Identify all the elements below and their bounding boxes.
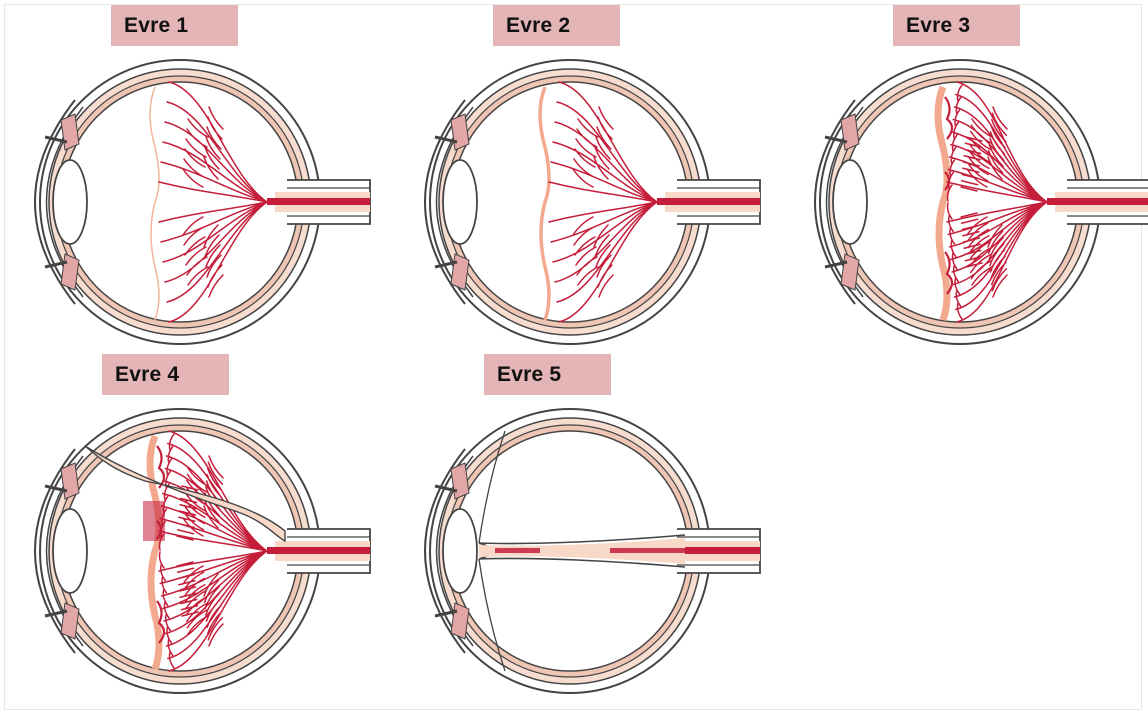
- central-vessel: [267, 198, 370, 205]
- eye-svg: [395, 52, 765, 352]
- fibrovascular-mass: [143, 501, 165, 541]
- vitreous-cavity: [62, 431, 298, 671]
- eye-svg: [5, 401, 375, 701]
- residual-vessel-b: [610, 548, 685, 553]
- eye-svg: [395, 401, 765, 701]
- stage-4-label: Evre 4: [102, 354, 229, 395]
- stage-5-label: Evre 5: [484, 354, 611, 395]
- stage-3-eye-illustration: [785, 52, 1148, 352]
- central-vessel: [267, 547, 370, 554]
- vitreous-cavity: [842, 82, 1078, 322]
- eye-svg: [5, 52, 375, 352]
- lens: [53, 509, 87, 593]
- stage-3-label: Evre 3: [893, 5, 1020, 46]
- vitreous-cavity: [452, 82, 688, 322]
- lens: [443, 509, 477, 593]
- stage-5-eye-illustration: [395, 401, 765, 701]
- lens: [443, 160, 477, 244]
- stage-2-label: Evre 2: [493, 5, 620, 46]
- lens: [833, 160, 867, 244]
- eye-svg: [785, 52, 1148, 352]
- vitreous-cavity: [62, 82, 298, 322]
- stage-4-eye-illustration: [5, 401, 375, 701]
- stage-2-eye-illustration: [395, 52, 765, 352]
- central-vessel: [657, 198, 760, 205]
- lens: [53, 160, 87, 244]
- stage-1-label: Evre 1: [111, 5, 238, 46]
- stage-1-eye-illustration: [5, 52, 375, 352]
- central-vessel: [1047, 198, 1148, 205]
- residual-vessel-a: [495, 548, 540, 553]
